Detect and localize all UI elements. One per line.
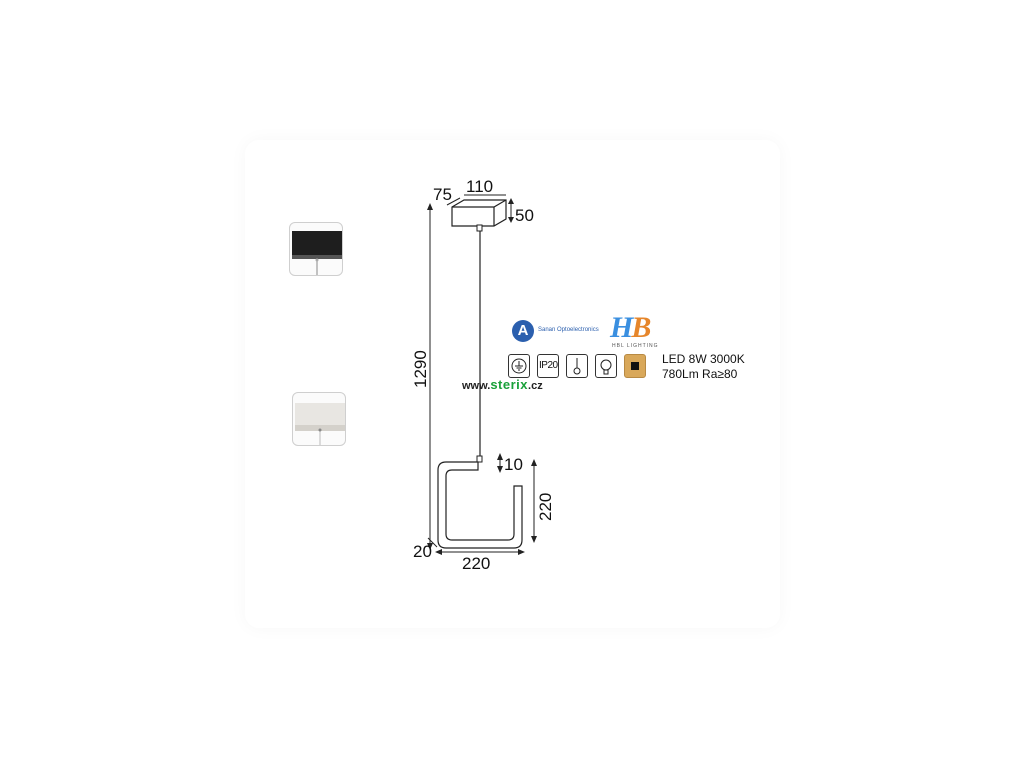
sanan-logo-icon: A: [512, 320, 534, 342]
hbl-logo: HB: [610, 311, 651, 344]
spec-lumen-line: 780Lm Ra≥80: [662, 367, 738, 381]
black-variant-thumbnail[interactable]: [289, 222, 343, 276]
color-swatch-icon: [624, 354, 646, 378]
white-canopy-image: [295, 403, 345, 445]
sanan-logo-text: Sanan Optoelectronics: [538, 327, 599, 333]
website-link[interactable]: www.sterix.cz: [462, 377, 543, 392]
ip-rating-icon: IP20: [537, 354, 559, 378]
bulb-icon: [595, 354, 617, 378]
dim-profile-label: 20: [413, 542, 432, 561]
pendant-icon: [566, 354, 588, 378]
website-name: sterix: [490, 377, 529, 392]
earth-ground-icon: [508, 354, 530, 378]
hbl-logo-b: B: [631, 311, 651, 344]
dim-frame-width-label: 220: [462, 554, 490, 573]
pendant-cable: [476, 224, 483, 463]
spec-power-line: LED 8W 3000K: [662, 352, 745, 366]
white-variant-thumbnail[interactable]: [292, 392, 346, 446]
hbl-logo-text: HBL LIGHTING: [612, 343, 659, 349]
hbl-logo-h: H: [610, 311, 633, 344]
dim-width-label: 110: [466, 177, 493, 196]
dim-depth-label: 75: [433, 185, 452, 204]
dim-frame-top-label: 10: [504, 455, 523, 474]
dim-total-height-label: 1290: [411, 350, 430, 388]
dimension-lines: [427, 194, 535, 553]
dimension-arrows: [427, 198, 537, 555]
square-frame: [437, 461, 523, 549]
website-suffix: .cz: [528, 380, 543, 392]
website-prefix: www.: [462, 380, 491, 392]
dim-canopy-height-label: 50: [515, 206, 534, 225]
color-swatch-inner: [631, 362, 639, 370]
canopy-box: [451, 199, 507, 227]
black-canopy-image: [292, 231, 342, 275]
ip-rating-label: IP20: [539, 360, 558, 371]
dim-frame-height-label: 220: [536, 493, 555, 521]
